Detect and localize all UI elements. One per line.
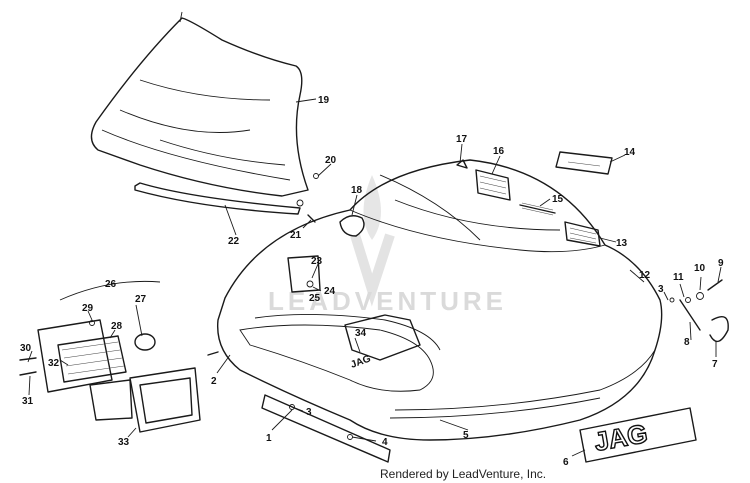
cap (339, 215, 365, 237)
callouts: 1 2 3 3 4 5 6 7 8 9 10 11 12 13 14 15 16… (20, 95, 724, 468)
callout: 9 (718, 258, 724, 269)
latch-hardware (669, 279, 729, 343)
callout: 21 (290, 230, 302, 241)
hinge-strip (519, 204, 556, 214)
hood-decal: JAG (349, 353, 372, 370)
callout: 7 (712, 359, 718, 370)
callout: 14 (624, 147, 636, 158)
callout: 15 (552, 194, 564, 205)
group-bracket (59, 280, 161, 301)
callout: 28 (111, 321, 123, 332)
callout: 19 (318, 95, 330, 106)
fasteners (19, 173, 319, 376)
footer-credit: Rendered by LeadVenture, Inc. (380, 467, 547, 481)
leader-lines (27, 98, 722, 457)
emblem: JAG (579, 407, 697, 463)
callout: 23 (311, 256, 323, 267)
callout: 18 (351, 185, 363, 196)
callout: 34 (355, 328, 367, 339)
callout: 8 (684, 337, 690, 348)
callout: 10 (694, 263, 706, 274)
callout: 29 (82, 303, 94, 314)
top-vent (475, 169, 511, 201)
callout: 17 (456, 134, 468, 145)
callout: 33 (118, 437, 130, 448)
callout: 1 (266, 433, 272, 444)
bumper (261, 394, 391, 463)
trim-strip (134, 182, 304, 215)
callout: 32 (48, 358, 60, 369)
callout: 27 (135, 294, 147, 305)
plate (555, 151, 613, 175)
callout: 12 (639, 270, 651, 281)
callout: 20 (325, 155, 337, 166)
callout: 3 (306, 407, 312, 418)
callout: 25 (309, 293, 321, 304)
watermark: LEADVENTURE (268, 175, 503, 316)
callout: 6 (563, 457, 569, 468)
callout: 31 (22, 396, 34, 407)
callout: 5 (463, 430, 469, 441)
callout: 22 (228, 236, 240, 247)
callout: 13 (616, 238, 628, 249)
side-vent (564, 221, 601, 247)
callout: 26 (105, 279, 117, 290)
callout: 24 (324, 286, 336, 297)
callout: 2 (211, 376, 217, 387)
callout: 3 (658, 284, 664, 295)
windshield (90, 11, 309, 197)
callout: 30 (20, 343, 32, 354)
callout: 4 (382, 437, 388, 448)
headlight-assembly (37, 319, 201, 433)
callout: 16 (493, 146, 505, 157)
callout: 11 (673, 272, 684, 283)
